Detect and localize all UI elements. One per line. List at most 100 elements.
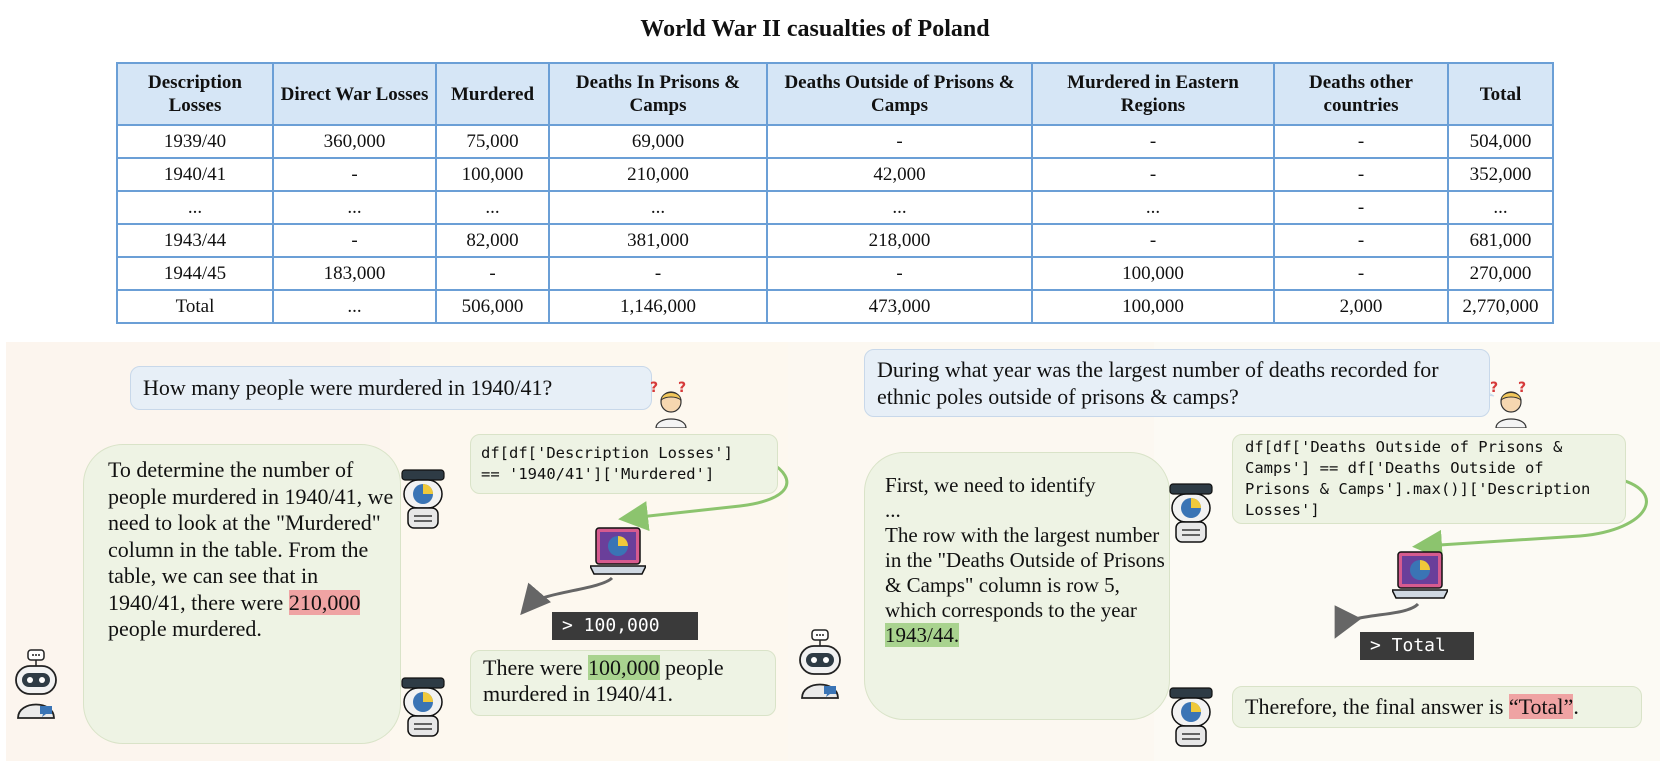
table-cell: Total	[116, 289, 274, 324]
column-header: Deaths other countries	[1273, 62, 1449, 126]
reasoning-ellipsis: ...	[885, 498, 901, 522]
table-cell: -	[766, 256, 1033, 291]
answer-text: There were	[483, 655, 589, 680]
table-cell: -	[1031, 223, 1275, 258]
text-reasoning-bubble-2: First, we need to identify ... The row w…	[864, 452, 1170, 720]
table-cell: 681,000	[1447, 223, 1554, 258]
reasoning-text: The row with the largest number in the "…	[885, 523, 1165, 622]
answer-text: Therefore, the final answer is	[1245, 694, 1509, 719]
column-header: Murdered in Eastern Regions	[1031, 62, 1275, 126]
table-row: 1939/40 360,000 75,000 69,000 - - - 504,…	[116, 124, 1554, 159]
table-cell: -	[1273, 256, 1449, 291]
answer-bubble-2: Therefore, the final answer is “Total”.	[1232, 686, 1642, 728]
table-cell: -	[1031, 124, 1275, 159]
text-reasoning-bubble-1: To determine the number of people murder…	[83, 444, 401, 744]
table-cell: -	[272, 157, 437, 192]
table-cell: ...	[1447, 190, 1554, 225]
table-cell: 1940/41	[116, 157, 274, 192]
reasoning-text: To determine the number of people murder…	[108, 457, 394, 615]
thinking-person-icon: ? ?	[650, 380, 687, 428]
reasoning-text-end: people murdered.	[108, 616, 262, 641]
thinking-person-icon: ? ?	[1490, 380, 1527, 428]
table-cell: 360,000	[272, 124, 437, 159]
table-cell: -	[1273, 157, 1449, 192]
table-cell: 1,146,000	[548, 289, 768, 324]
svg-text:?: ?	[1518, 380, 1526, 396]
table-cell: -	[272, 223, 437, 258]
table-cell: 473,000	[766, 289, 1033, 324]
table-cell: -	[766, 124, 1033, 159]
table-cell: 1943/44	[116, 223, 274, 258]
answer-text-end: people murdered in 1940/41.	[483, 655, 724, 706]
figure-title: World War II casualties of Poland	[640, 16, 990, 42]
table-cell: ...	[548, 190, 768, 225]
wrong-answer-highlight: “Total”	[1508, 694, 1574, 719]
casualties-table: Description Losses Direct War Losses Mur…	[116, 62, 1554, 324]
table-cell: 381,000	[548, 223, 768, 258]
correct-answer-highlight: 1943/44.	[885, 623, 960, 647]
python-laptop-icon	[1392, 551, 1448, 599]
reasoning-line: First, we need to identify	[885, 473, 1096, 497]
column-header: Direct War Losses	[272, 62, 437, 126]
table-row: 1943/44 - 82,000 381,000 218,000 - - 681…	[116, 223, 1554, 258]
table-header-row: Description Losses Direct War Losses Mur…	[116, 62, 1554, 126]
answer-text-end: .	[1573, 694, 1579, 719]
table-cell: 2,000	[1273, 289, 1449, 324]
table-cell: -	[1031, 157, 1275, 192]
table-cell: 270,000	[1447, 256, 1554, 291]
chat-robot-icon	[15, 649, 57, 719]
question-bubble-2: During what year was the largest number …	[864, 349, 1490, 417]
table-cell: 2,770,000	[1447, 289, 1554, 324]
table-cell: 100,000	[1031, 256, 1275, 291]
answer-bubble-1: There were 100,000 people murdered in 19…	[470, 650, 776, 716]
table-cell: 1939/40	[116, 124, 274, 159]
table-cell: 504,000	[1447, 124, 1554, 159]
table-row: 1944/45 183,000 - - - 100,000 - 270,000	[116, 256, 1554, 291]
chat-robot-icon	[799, 629, 841, 699]
table-cell: 218,000	[766, 223, 1033, 258]
table-cell: ...	[435, 190, 550, 225]
column-header: Deaths Outside of Prisons & Camps	[766, 62, 1033, 126]
question-bubble-1: How many people were murdered in 1940/41…	[130, 366, 652, 410]
table-cell: 100,000	[1031, 289, 1275, 324]
table-cell: ...	[1031, 190, 1275, 225]
table-cell: -	[435, 256, 550, 291]
table-cell: 1944/45	[116, 256, 274, 291]
table-cell: 506,000	[435, 289, 550, 324]
table-cell: -	[1273, 124, 1449, 159]
table-row: ... ... ... ... ... ... - ...	[116, 190, 1554, 225]
wrong-answer-highlight: 210,000	[288, 589, 361, 615]
table-row: 1940/41 - 100,000 210,000 42,000 - - 352…	[116, 157, 1554, 192]
table-cell: ...	[272, 190, 437, 225]
python-robot-icon	[1169, 687, 1213, 747]
table-cell: 75,000	[435, 124, 550, 159]
svg-text:?: ?	[1490, 380, 1498, 396]
svg-text:?: ?	[650, 380, 658, 396]
table-cell: ...	[766, 190, 1033, 225]
code-bubble-1: df[df['Description Losses'] == '1940/41'…	[470, 434, 778, 494]
column-header: Description Losses	[116, 62, 274, 126]
code-output-2: > Total	[1360, 632, 1474, 660]
table-cell: ...	[116, 190, 274, 225]
table-cell: 69,000	[548, 124, 768, 159]
python-robot-icon	[1169, 483, 1213, 543]
table-cell: -	[1273, 223, 1449, 258]
code-output-1: > 100,000	[552, 612, 698, 640]
table-cell: 82,000	[435, 223, 550, 258]
correct-answer-highlight: 100,000	[588, 655, 660, 680]
python-laptop-icon	[590, 527, 646, 575]
column-header: Deaths In Prisons & Camps	[548, 62, 768, 126]
table-cell: -	[1273, 190, 1449, 225]
table-cell: -	[548, 256, 768, 291]
column-header: Murdered	[435, 62, 550, 126]
table-cell: 352,000	[1447, 157, 1554, 192]
column-header: Total	[1447, 62, 1554, 126]
svg-text:?: ?	[678, 380, 686, 396]
table-cell: 183,000	[272, 256, 437, 291]
table-cell: ...	[272, 289, 437, 324]
code-bubble-2: df[df['Deaths Outside of Prisons & Camps…	[1232, 434, 1626, 524]
python-robot-icon	[401, 469, 445, 529]
table-cell: 100,000	[435, 157, 550, 192]
python-robot-icon	[401, 677, 445, 737]
table-cell: 42,000	[766, 157, 1033, 192]
